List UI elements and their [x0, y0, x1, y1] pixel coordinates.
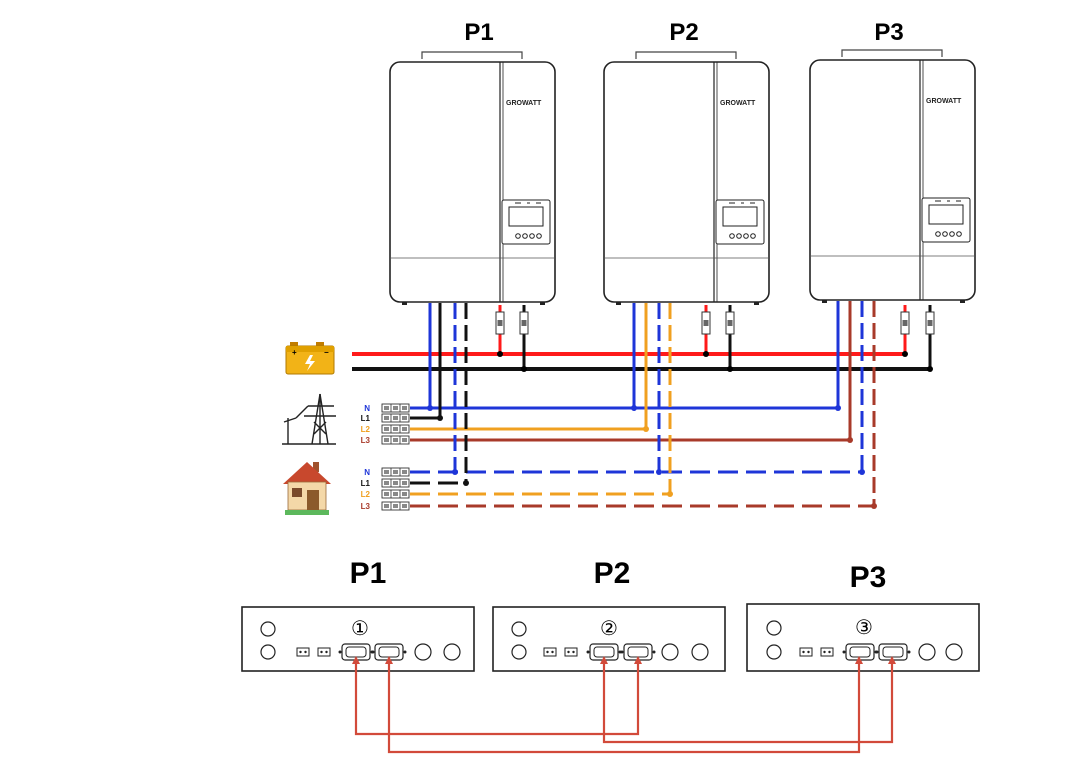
panel-number: ②: [600, 616, 618, 640]
load-terminal-blocks: [381, 467, 410, 511]
comm-cable-p1-p3: [387, 662, 861, 754]
load-label-l2: L2: [361, 490, 371, 499]
dc-breakers: [495, 311, 935, 335]
grid-label-l2: L2: [361, 425, 371, 434]
grid-label-l1: L1: [361, 414, 371, 423]
panel-p3-label: P3: [850, 561, 887, 594]
inverter-brand: GROWATT: [720, 100, 756, 107]
inverter-p2-label: P2: [669, 19, 698, 46]
wiring: [352, 301, 933, 509]
house-icon: [283, 462, 331, 515]
inverter-p2: GROWATT: [603, 51, 770, 306]
comm-cable-p1-p2: [354, 662, 640, 736]
power-pylon-icon: [282, 393, 336, 445]
load-label-l3: L3: [361, 502, 371, 511]
svg-text:+: +: [292, 348, 297, 357]
comm-cables: [352, 656, 896, 754]
grid-label-n: N: [364, 404, 370, 413]
panel-number: ③: [855, 615, 873, 639]
grid-label-l3: L3: [361, 436, 371, 445]
inverter-p3: GROWATT: [809, 49, 976, 304]
battery-icon: + −: [285, 342, 335, 375]
load-label-n: N: [364, 468, 370, 477]
comm-panel-p3: ③: [746, 603, 980, 672]
inverter-brand: GROWATT: [926, 98, 962, 105]
panel-p2-label: P2: [594, 557, 631, 590]
comm-panel-p2: ②: [492, 606, 726, 672]
svg-text:−: −: [324, 348, 329, 357]
inverter-p1: GROWATT: [389, 51, 556, 306]
comm-cable-p2-p3: [602, 662, 894, 744]
inverter-p3-label: P3: [874, 19, 903, 46]
panel-p1-label: P1: [350, 557, 387, 590]
grid-terminal-blocks: [381, 403, 410, 445]
inverter-p1-label: P1: [464, 19, 493, 46]
load-label-l1: L1: [361, 479, 371, 488]
inverter-brand: GROWATT: [506, 100, 542, 107]
panel-number: ①: [351, 616, 369, 640]
